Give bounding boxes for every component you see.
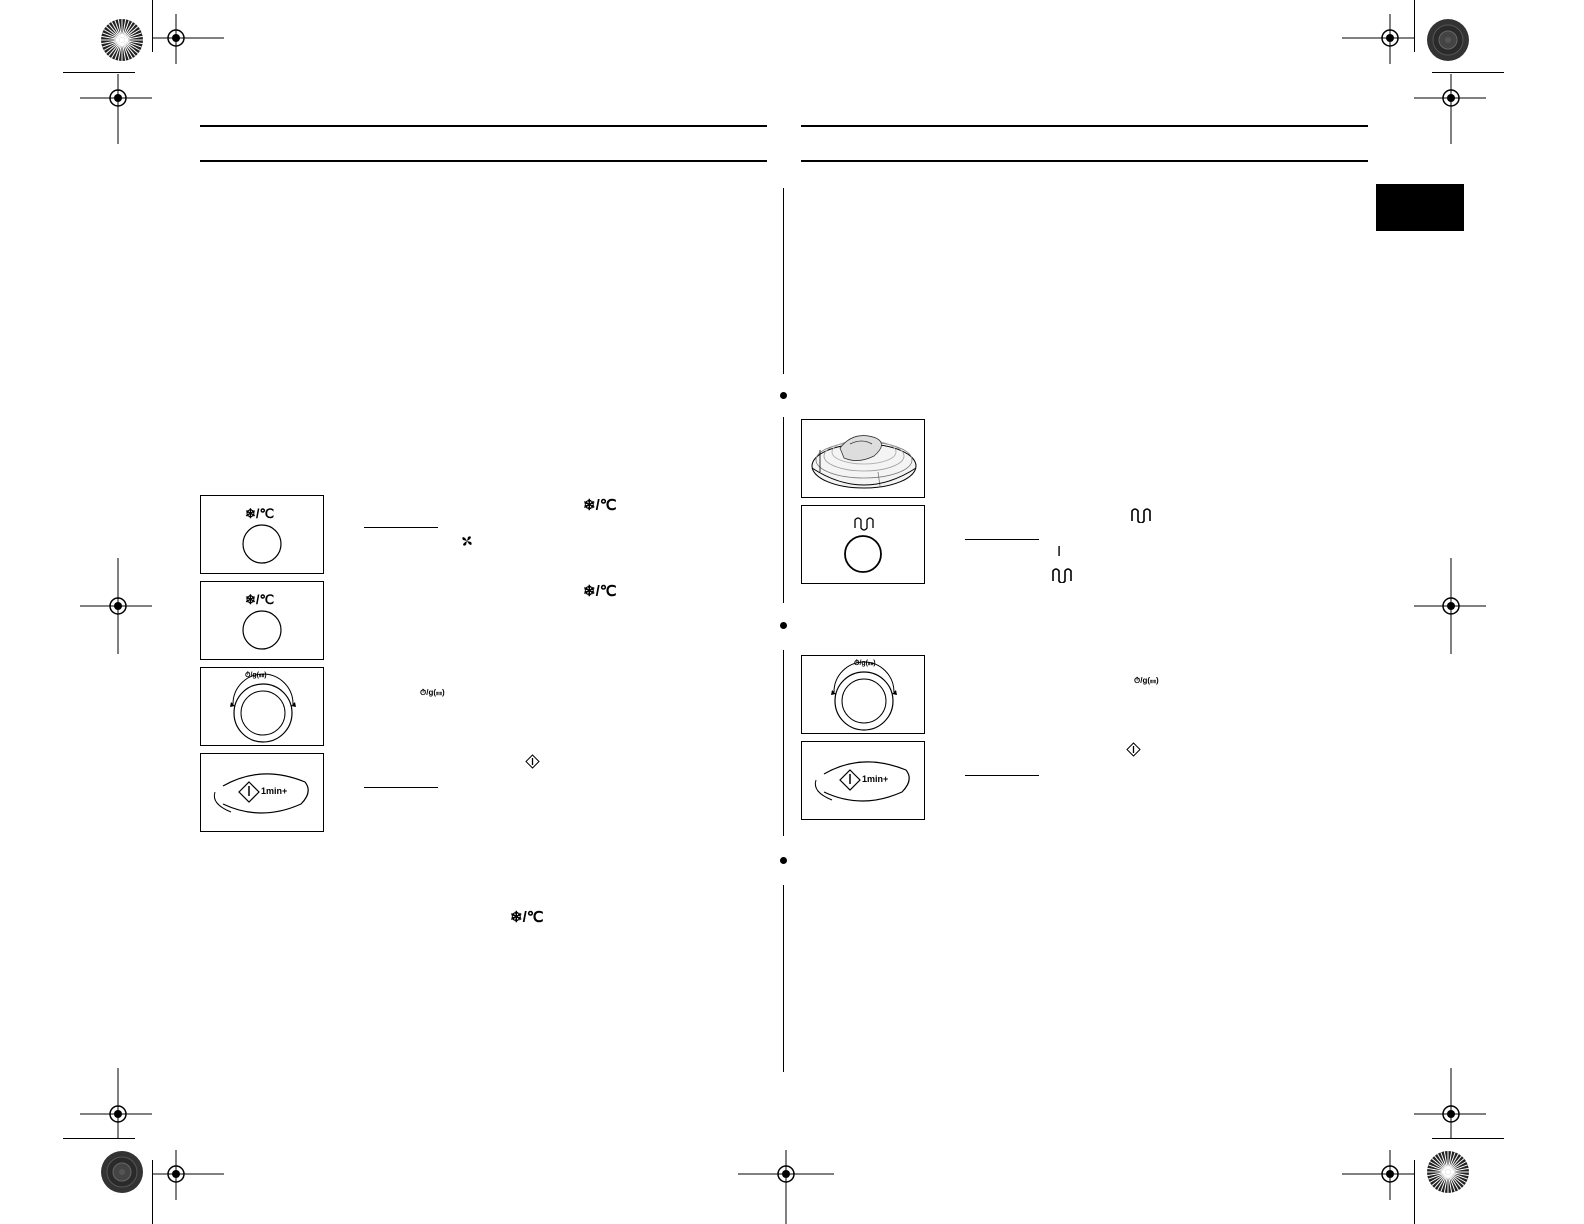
timer-dial-panel-1: ⏱/g(☷) — [200, 667, 324, 746]
language-tab — [1376, 184, 1464, 231]
convection-button-panel-1: ❄/℃ — [200, 495, 324, 574]
grill-icon — [1131, 508, 1151, 523]
registration-mark-icon — [152, 14, 224, 64]
start-button-text: 1min+ — [862, 774, 889, 784]
registration-mark-icon — [1414, 1068, 1486, 1138]
convection-celsius-symbol: ❄/℃ — [583, 583, 617, 600]
gutter-bullet-3 — [780, 857, 787, 864]
color-wheel-icon — [101, 1151, 143, 1193]
convection-button-label: ❄/℃ — [245, 506, 275, 521]
registration-mark-icon — [1414, 558, 1486, 654]
start-button-outline — [222, 773, 309, 814]
crop-line-bottom-right-v — [1414, 1160, 1415, 1224]
step-underline-2 — [364, 787, 438, 788]
registration-mark-icon — [738, 1150, 834, 1224]
gutter-line-1 — [783, 188, 784, 374]
fan-icon — [462, 536, 472, 546]
dial-symbol: ⏱/g(☷) — [1134, 676, 1159, 685]
turntable-dish-panel — [801, 419, 925, 498]
color-wheel-icon — [1427, 1151, 1469, 1193]
gutter-bullet-2 — [780, 622, 787, 629]
convection-celsius-symbol: ❄/℃ — [510, 909, 544, 926]
color-wheel-icon — [101, 19, 143, 61]
timer-dial — [240, 690, 286, 736]
left-column-top-rule — [200, 125, 767, 127]
convection-button-label: ❄/℃ — [245, 592, 275, 607]
right-column-second-rule — [801, 160, 1368, 162]
left-column-second-rule — [200, 160, 767, 162]
registration-mark-icon — [80, 558, 152, 654]
registration-mark-icon — [80, 74, 152, 144]
convection-button-panel-2: ❄/℃ — [200, 581, 324, 660]
start-button-panel-1: 1min+ — [200, 753, 324, 832]
crop-line-bottom-left-v — [152, 1160, 153, 1224]
gutter-line-4 — [783, 885, 784, 1072]
timer-dial — [841, 678, 887, 724]
crop-line-bottom-left-h — [63, 1138, 135, 1139]
grill-mode-level: I — [1057, 543, 1062, 560]
timer-dial-label: ⏱/g(☷) — [854, 660, 876, 667]
dial-symbol: ⏱/g(☷) — [420, 688, 445, 697]
grill-button — [844, 535, 882, 573]
step-underline-3 — [965, 539, 1039, 540]
registration-mark-icon — [152, 1150, 224, 1200]
step-underline-1 — [364, 527, 438, 528]
gutter-line-2 — [783, 417, 784, 603]
crop-line-top-left-h — [63, 72, 135, 73]
step-underline-4 — [965, 775, 1039, 776]
registration-mark-icon — [1342, 14, 1414, 64]
timer-dial-label: ⏱/g(☷) — [245, 672, 267, 679]
crop-line-top-right-v — [1414, 0, 1415, 52]
timer-dial-panel-2: ⏱/g(☷) — [801, 655, 925, 734]
grill-icon — [1052, 568, 1072, 583]
registration-mark-icon — [80, 1068, 152, 1138]
grill-icon — [854, 517, 874, 531]
crop-line-bottom-right-h — [1432, 1138, 1504, 1139]
start-button-panel-2: 1min+ — [801, 741, 925, 820]
start-button-outline — [823, 761, 910, 802]
right-column-top-rule — [801, 125, 1368, 127]
crop-line-top-left-v — [152, 0, 153, 52]
gutter-bullet-1 — [780, 392, 787, 399]
start-button-text: 1min+ — [261, 786, 288, 796]
start-diamond-icon — [525, 754, 540, 769]
crop-line-top-right-h — [1432, 72, 1504, 73]
convection-button — [242, 524, 282, 564]
convection-button — [242, 610, 282, 650]
start-diamond-icon — [1126, 742, 1141, 757]
gutter-line-3 — [783, 650, 784, 836]
grill-button-panel — [801, 505, 925, 584]
convection-celsius-symbol: ❄/℃ — [583, 497, 617, 514]
registration-mark-icon — [1414, 74, 1486, 144]
registration-mark-icon — [1342, 1150, 1414, 1200]
color-wheel-icon — [1427, 19, 1469, 61]
